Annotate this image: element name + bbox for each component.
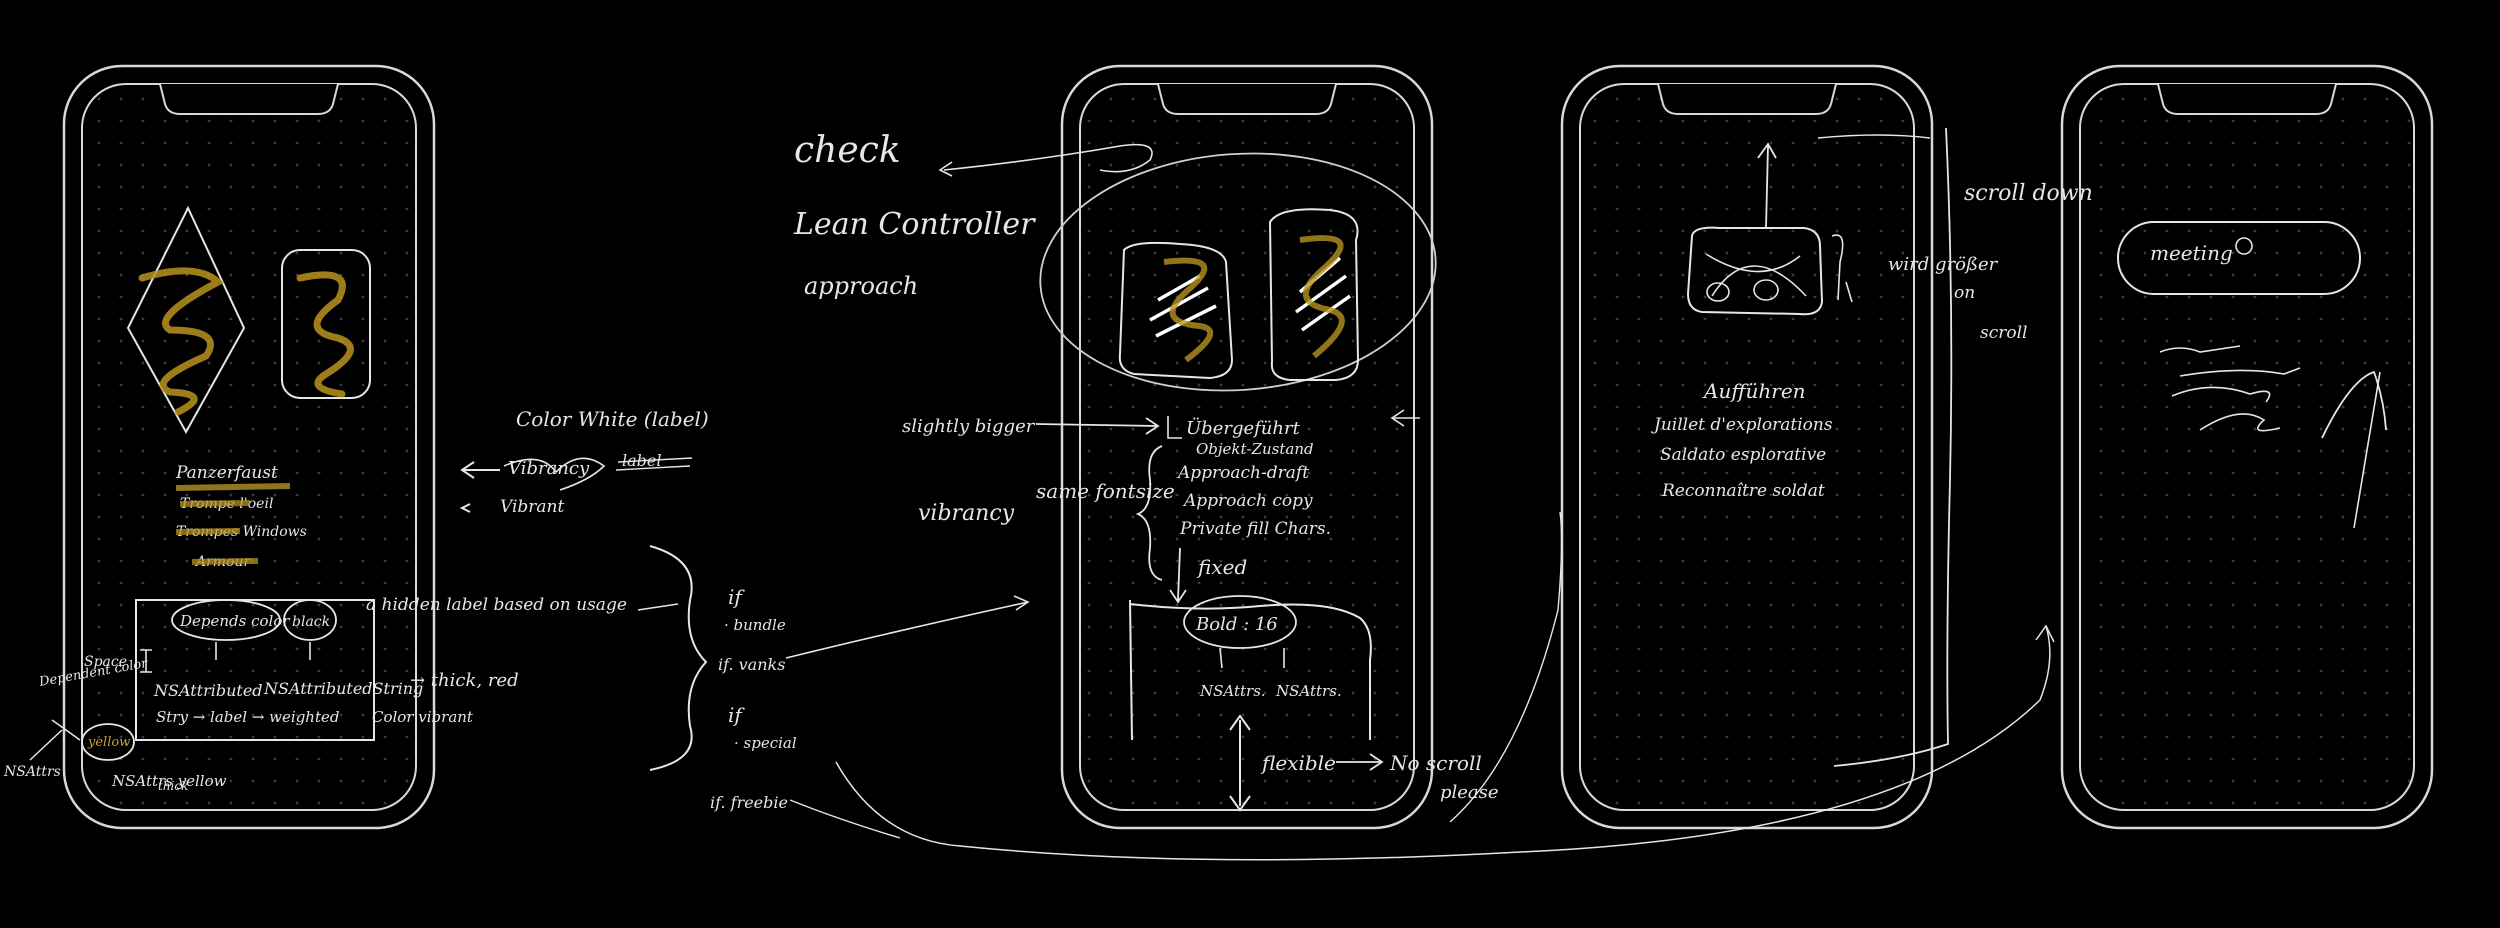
note-if-3b: · special [734,734,797,752]
box-space: Space [84,654,127,670]
long-connector-arrowhead [2035,624,2055,643]
phone-frame-3 [1560,64,1934,830]
connector-if-freebie [789,799,901,839]
phone2-bold-label: Bold : 16 [1195,614,1278,635]
phone2-no-scroll: No scroll [1389,751,1482,775]
phone1-diamond-shape [126,205,246,435]
note-if-1: if [728,585,745,609]
note-color-white-label: Color White (label) [516,407,709,431]
phone4-pill [2117,221,2361,295]
phone2-please: please [1440,782,1499,803]
arrow-fixed [1169,547,1187,604]
space-bracket [140,649,152,673]
note-hidden-label: a hidden label based on usage [366,595,627,615]
phone2-list-item-3: Approach-draft [1176,463,1309,483]
note-vibrancy-2: vibrancy [918,501,1015,526]
note-vibrancy: Vibrancy [508,458,590,479]
note-approach: approach [804,272,918,300]
phone4-pill-text: meeting [2150,241,2233,265]
note-thick: thick [158,779,188,793]
note-if-2: if. vanks [718,655,785,674]
note-check: check [794,130,901,171]
arrow-check-head [938,161,953,177]
note-yellow: yellow [87,735,130,750]
note-nsattrs: NSAttrs [3,764,61,780]
phone1-strike-1 [179,500,251,507]
arrow-check-to-circle [943,143,1153,173]
box-string-label: Stry → label → weighted [156,708,339,726]
phone1-line-2: Trompes Windows [176,524,307,540]
phone2-card-right [1268,208,1360,381]
phone2-list-item-5: Private fill Chars. [1179,519,1331,539]
phone2-list-arrow [1167,416,1182,439]
box-thick-red: → thick, red [410,670,519,691]
arrow-vibrancy [460,461,500,479]
arrow-if-to-phone2 [785,595,1030,659]
phone2-list-brace [1135,445,1163,581]
nsattrs-connector [29,719,81,761]
phone2-list-item-1: Übergeführt [1186,416,1301,439]
box-color-vibrant: Color vibrant [372,708,474,726]
phone-frame-4 [2060,64,2434,830]
phone2-nsattrs-1: NSAttrs. [1199,682,1266,700]
phone-frame-1 [62,64,436,830]
phone2-fixed: fixed [1196,555,1247,579]
phone3-up-arrow [1757,142,1777,229]
box-depends-color: Depends color [179,612,290,630]
phone3-scroll-arrow-top [1817,134,1931,139]
arrow-vibrant [459,503,471,513]
arrow-to-brace [637,603,679,611]
note-lean-controller: Lean Controller [793,207,1036,242]
note-if-3: if [728,703,745,727]
phone3-title: Aufführen [1702,379,1806,403]
note-nsattrs-yellow: NSAttrs yellow [111,772,227,790]
note-if-4: if. freebie [710,793,788,812]
note-if-1b: · bundle [724,616,786,634]
phone1-strike-3 [191,558,259,565]
arrow-no-scroll [1336,753,1384,771]
box-black: black [292,614,330,630]
vibrancy-scribble [503,457,606,491]
note-slightly-bigger: slightly bigger [902,416,1036,437]
phone4-upward-arrow [2321,370,2387,529]
arrow-right-edge [1390,409,1420,427]
note-disappear-3: scroll [1980,323,2027,343]
note-scroll-down: scroll down [1964,181,2093,206]
label-strike [615,457,693,471]
phone2-flexible: flexible [1260,751,1336,775]
arrow-slightly-bigger [1035,417,1160,435]
phone2-nsattrs-2: NSAttrs. [1275,682,1342,700]
note-disappear-1: wird größer [1888,254,1999,275]
box-nsattributed-2: NSAttributedString [263,679,423,698]
yellow-circle [81,723,135,761]
phone3-line-3: Reconnaître soldat [1661,481,1825,501]
phone3-image-card [1686,226,1853,316]
phone3-line-1: Juillet d'explorations [1651,415,1833,435]
phone1-underline [175,483,291,491]
phone4-scribble-lines [2159,345,2301,432]
phone3-line-2: Saldato esplorative [1660,445,1826,465]
curly-brace [649,545,708,771]
long-connector-bottom [835,625,2051,861]
phone3-scroll-line [1833,127,1953,767]
box-nsattributed-1: NSAttributed [153,681,263,700]
phone1-attributed-box [135,599,375,741]
arrow-flexible [1229,714,1251,812]
phone2-bottom-panel [1129,595,1372,741]
note-disappear-2: on [1954,283,1975,303]
phone1-card-shape [281,249,371,399]
phone2-list-item-2: Objekt-Zustand [1196,440,1314,458]
note-vibrant: Vibrant [500,497,565,517]
phone1-strike-2 [175,528,241,535]
connector-phone2-to-phone3 [1449,511,1563,823]
phone2-circle-highlight [1039,152,1437,392]
phone2-card-left [1118,241,1234,380]
phone2-list-item-4: Approach copy [1182,491,1313,511]
note-same-fontsize: same fontsize [1036,479,1175,503]
phone1-title: Panzerfaust [175,463,278,483]
